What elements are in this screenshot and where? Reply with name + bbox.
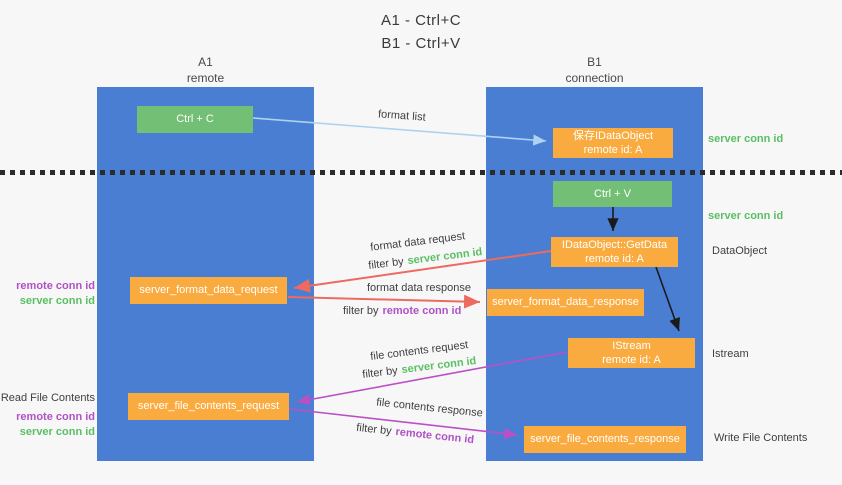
filter-prefix-4: filter by bbox=[355, 421, 393, 438]
node-ctrl-c-label: Ctrl + C bbox=[176, 113, 214, 126]
lifeline-b1-role: connection bbox=[565, 70, 624, 85]
arrow-label-format-list: format list bbox=[377, 108, 427, 124]
node-idataobject-getdata: IDataObject::GetData remote id: A bbox=[551, 237, 678, 267]
filter-key-remote-2: remote conn id bbox=[394, 425, 475, 447]
diagram-title: A1 - Ctrl+C B1 - Ctrl+V bbox=[0, 9, 842, 56]
annotation-istream: Istream bbox=[712, 348, 749, 360]
node-getdata-line2: remote id: A bbox=[585, 253, 644, 265]
node-save-idataobject-line2: remote id: A bbox=[583, 144, 643, 156]
annotation-read-file-contents: Read File Contents bbox=[0, 392, 95, 404]
annotation-dataobject: DataObject bbox=[712, 245, 768, 257]
node-server-format-data-request: server_format_data_request bbox=[130, 277, 287, 304]
annotation-remote-conn-id-2: remote conn id bbox=[16, 411, 95, 423]
title-line-2: B1 - Ctrl+V bbox=[381, 35, 461, 53]
node-file-request-label: server_file_contents_request bbox=[137, 400, 280, 413]
arrow-format-data-response bbox=[287, 294, 481, 309]
lifeline-a1-name: A1 bbox=[198, 55, 213, 69]
filter-key-server-1: server conn id bbox=[406, 246, 483, 268]
node-file-response-label: server_file_contents_response bbox=[530, 433, 680, 446]
filter-prefix-3: filter by bbox=[361, 364, 399, 381]
lifeline-a1-role: remote bbox=[186, 70, 225, 85]
title-line-1: A1 - Ctrl+C bbox=[380, 12, 462, 29]
lifeline-header-b1: B1 connection bbox=[486, 55, 703, 86]
arrow-label-file-contents-response: file contents response bbox=[375, 396, 484, 420]
node-istream: IStream remote id: A bbox=[568, 338, 695, 368]
annotation-server-conn-id-top: server conn id bbox=[708, 133, 784, 145]
node-ctrl-v: Ctrl + V bbox=[553, 181, 672, 207]
arrow-label-format-data-response: format data response bbox=[367, 282, 471, 294]
annotation-server-conn-id-1: server conn id bbox=[19, 295, 95, 308]
node-istream-line2: remote id: A bbox=[602, 354, 661, 366]
node-ctrl-v-label: Ctrl + V bbox=[594, 187, 631, 200]
node-format-request-label: server_format_data_request bbox=[139, 284, 278, 297]
lifeline-header-a1: A1 remote bbox=[97, 55, 314, 86]
annotation-remote-conn-id-1: remote conn id bbox=[16, 280, 95, 292]
filter-prefix-1: filter by bbox=[367, 255, 405, 272]
filter-prefix-2: filter by bbox=[343, 305, 379, 317]
annotation-left-conn-ids-file: remote conn id server conn id bbox=[16, 410, 95, 441]
node-istream-line1: IStream bbox=[612, 339, 651, 352]
lifeline-b1-name: B1 bbox=[587, 55, 602, 69]
annotation-left-conn-ids-format: remote conn id server conn id bbox=[16, 279, 95, 310]
node-server-file-contents-response: server_file_contents_response bbox=[524, 426, 686, 453]
annotation-server-conn-id-mid: server conn id bbox=[708, 210, 784, 222]
node-ctrl-c: Ctrl + C bbox=[137, 106, 253, 133]
filter-key-server-2: server conn id bbox=[400, 355, 477, 377]
node-format-response-label: server_format_data_response bbox=[492, 296, 639, 309]
filter-key-remote-1: remote conn id bbox=[382, 305, 462, 317]
node-getdata-line1: IDataObject::GetData bbox=[561, 238, 668, 251]
node-server-format-data-response: server_format_data_response bbox=[487, 289, 644, 316]
node-save-idataobject: 保存IDataObject remote id: A bbox=[553, 128, 673, 158]
node-server-file-contents-request: server_file_contents_request bbox=[128, 393, 289, 420]
node-save-idataobject-line1: 保存IDataObject bbox=[572, 129, 654, 142]
annotation-server-conn-id-2: server conn id bbox=[19, 426, 95, 439]
annotation-write-file-contents: Write File Contents bbox=[714, 432, 808, 444]
phase-separator-dotted-line bbox=[0, 170, 842, 175]
